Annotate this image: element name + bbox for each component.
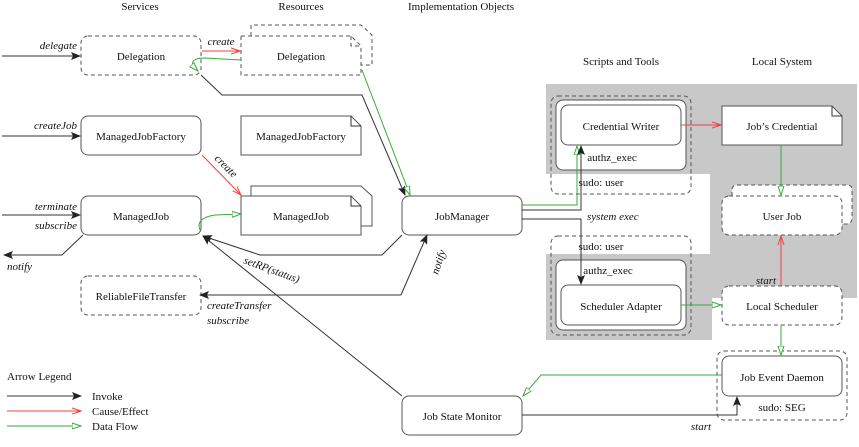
svg-text:createJob: createJob xyxy=(34,120,77,132)
node-local-scheduler[interactable]: Local Scheduler xyxy=(721,285,843,326)
svg-text:delegate: delegate xyxy=(40,40,77,52)
svg-text:ManagedJob: ManagedJob xyxy=(113,211,170,223)
edge-managedjob-dataflow xyxy=(198,214,241,231)
label-subscribe-rft: subscribe xyxy=(207,315,249,327)
header-implementation: Implementation Objects xyxy=(408,1,514,13)
node-managedjobfactory-resource[interactable]: ManagedJobFactory xyxy=(240,115,362,156)
header-services: Services xyxy=(121,1,158,13)
edge-jobmanager-scheduler-adapter xyxy=(522,218,585,285)
legend-title: Arrow Legend xyxy=(7,371,72,383)
edge-notify-jobmanager xyxy=(400,234,428,296)
edge-terminate-subscribe: terminate xyxy=(2,201,81,219)
node-delegation-resource[interactable]: Delegation xyxy=(240,24,373,76)
svg-text:ManagedJobFactory: ManagedJobFactory xyxy=(256,131,346,143)
svg-text:sudo: SEG: sudo: SEG xyxy=(758,402,805,414)
container-sudo-user-top: sudo: user xyxy=(550,95,692,195)
edge-delegation-resource-to-jobmanager xyxy=(361,69,410,195)
svg-text:Job Event Daemon: Job Event Daemon xyxy=(740,372,824,384)
svg-text:Scheduler Adapter: Scheduler Adapter xyxy=(580,301,662,313)
legend-item-invoke: Invoke xyxy=(7,391,123,403)
edge-jobmanager-credential-invoke xyxy=(522,145,585,211)
svg-text:authz_exec: authz_exec xyxy=(583,265,633,277)
svg-text:authz_exec: authz_exec xyxy=(587,152,637,164)
edge-createjob: createJob xyxy=(2,120,81,140)
edge-notify-out: notify xyxy=(3,234,84,273)
svg-text:Cause/Effect: Cause/Effect xyxy=(92,406,149,418)
svg-text:Job’s Credential: Job’s Credential xyxy=(746,121,817,133)
node-reliablefiletransfer-service[interactable]: ReliableFileTransfer xyxy=(80,275,202,316)
node-jobs-credential[interactable]: Job’s Credential xyxy=(721,105,843,146)
svg-text:ManagedJobFactory: ManagedJobFactory xyxy=(96,131,186,143)
svg-text:Data Flow: Data Flow xyxy=(92,421,138,433)
svg-text:Delegation: Delegation xyxy=(117,51,166,63)
node-jobstatemonitor[interactable]: Job State Monitor xyxy=(401,395,523,436)
label-createtransfer: createTransfer xyxy=(207,300,272,312)
node-job-event-daemon[interactable]: Job Event Daemon xyxy=(721,355,843,397)
edge-jsm-to-managedjob xyxy=(202,235,403,397)
edge-jobmanager-credential-dataflow xyxy=(522,146,577,206)
svg-text:Local Scheduler: Local Scheduler xyxy=(746,301,818,313)
arrow-legend: Arrow Legend Invoke Cause/Effect Data Fl… xyxy=(7,371,149,433)
svg-text:notify: notify xyxy=(7,261,32,273)
svg-text:JobManager: JobManager xyxy=(435,211,490,223)
svg-text:ManagedJob: ManagedJob xyxy=(273,211,330,223)
edge-start-seg: start xyxy=(522,396,741,433)
svg-text:Delegation: Delegation xyxy=(277,51,326,63)
svg-text:Invoke: Invoke xyxy=(92,391,123,403)
node-delegation-service[interactable]: Delegation xyxy=(80,35,202,76)
label-setrp: setRP(status) xyxy=(242,255,302,286)
svg-text:create: create xyxy=(212,153,240,181)
edge-create-delegation: create xyxy=(202,36,240,51)
svg-text:Job State Monitor: Job State Monitor xyxy=(423,411,502,423)
edge-create-managedjob: create xyxy=(201,153,241,195)
node-managedjobfactory-service[interactable]: ManagedJobFactory xyxy=(80,115,202,156)
legend-item-cause-effect: Cause/Effect xyxy=(7,406,149,418)
label-subscribe: subscribe xyxy=(35,220,77,232)
header-scripts: Scripts and Tools xyxy=(583,56,659,68)
edge-jobmanager-setrp xyxy=(202,234,403,256)
svg-text:ReliableFileTransfer: ReliableFileTransfer xyxy=(96,291,187,303)
svg-text:sudo: user: sudo: user xyxy=(579,177,624,189)
header-local: Local System xyxy=(752,56,813,68)
node-managedjob-resource[interactable]: ManagedJob xyxy=(240,185,373,236)
edge-delegation-to-jobmanager xyxy=(200,74,406,196)
edge-start-userjob: start xyxy=(756,236,781,287)
edge-delegate: delegate xyxy=(2,40,81,60)
container-sudo-user-bottom: sudo: user xyxy=(550,235,692,336)
node-managedjob-service[interactable]: ManagedJob xyxy=(80,195,202,236)
svg-text:User Job: User Job xyxy=(763,211,802,223)
svg-text:start: start xyxy=(756,275,777,287)
node-jobmanager[interactable]: JobManager xyxy=(401,195,523,236)
node-credential-writer[interactable]: Credential Writer xyxy=(560,104,682,146)
edge-delegation-dataflow xyxy=(193,57,242,71)
label-system-exec: system exec xyxy=(587,211,639,223)
svg-text:Credential Writer: Credential Writer xyxy=(583,121,660,133)
svg-text:sudo: user: sudo: user xyxy=(579,241,624,253)
edge-seg-to-jsm xyxy=(523,374,722,396)
header-resources: Resources xyxy=(278,1,323,13)
svg-text:start: start xyxy=(691,421,712,433)
node-scheduler-adapter[interactable]: Scheduler Adapter xyxy=(560,284,682,326)
node-user-job[interactable]: User Job xyxy=(721,184,853,236)
label-notify-jobmanager: notify xyxy=(429,248,448,276)
svg-text:terminate: terminate xyxy=(35,201,77,213)
legend-item-data-flow: Data Flow xyxy=(7,421,138,433)
svg-text:create: create xyxy=(207,36,234,48)
